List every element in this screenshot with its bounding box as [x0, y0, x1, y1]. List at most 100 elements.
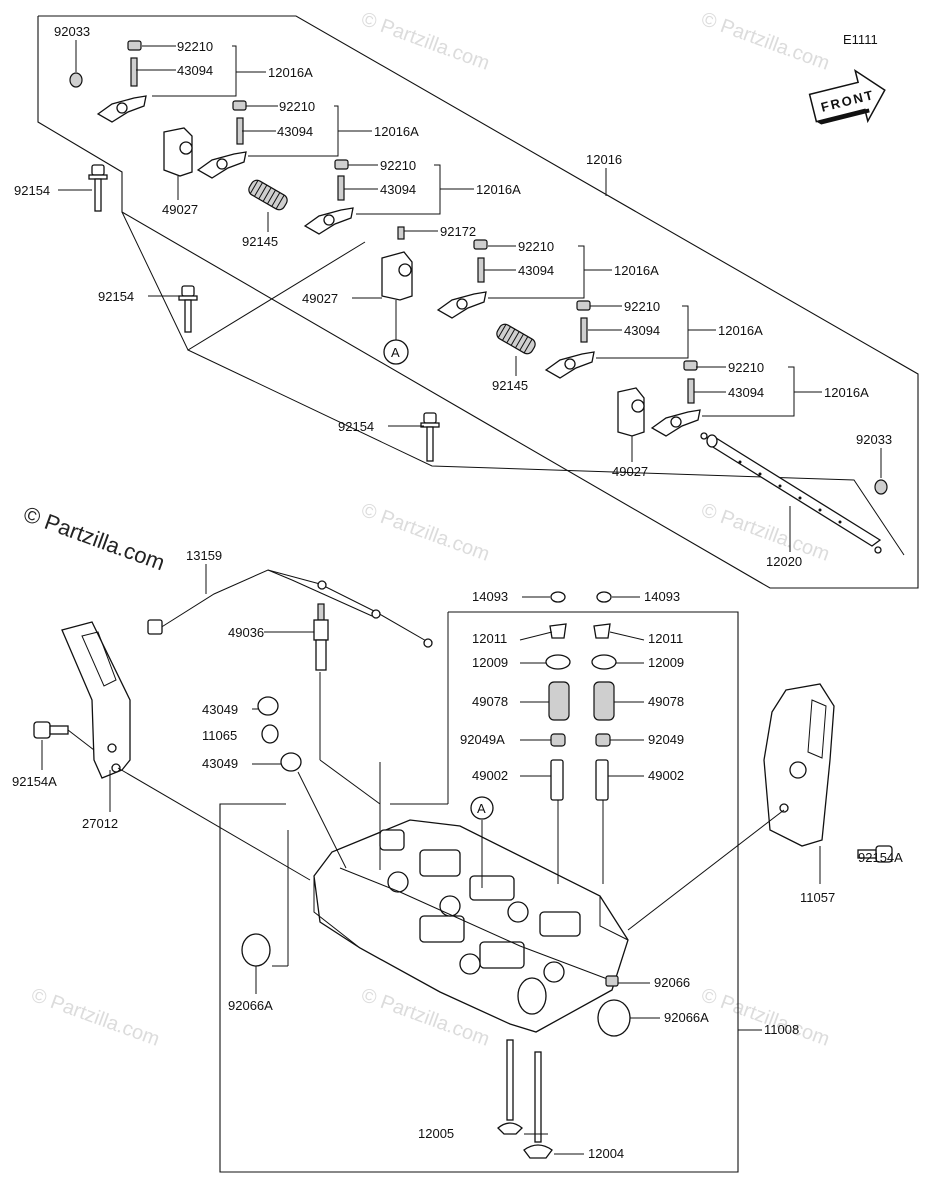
ring-92033-top: [69, 72, 83, 88]
spring-92145-right: [496, 323, 536, 355]
part-label: 12011: [648, 631, 683, 646]
part-label: 43094: [177, 63, 213, 78]
front-arrow-icon: FRONT: [808, 68, 886, 125]
rocker-arm: [96, 95, 147, 123]
part-label: 43049: [202, 702, 238, 717]
cylinder-head-frame: [219, 611, 762, 1173]
part-label: 49002: [648, 768, 684, 783]
part-label: 92210: [728, 360, 764, 375]
part-label: 92210: [177, 39, 213, 54]
part-label: 43094: [728, 385, 764, 400]
part-label: 92154A: [12, 774, 57, 789]
watermark: © Partzilla.com: [698, 984, 832, 1051]
callout-a-top-label: A: [391, 345, 400, 360]
part-label: 49027: [162, 202, 198, 217]
rocker-arm: [650, 409, 701, 437]
sleeve-11065: [261, 724, 279, 744]
cylinder-head-11008: [313, 819, 629, 1033]
part-label: 12005: [418, 1126, 454, 1141]
leader-lines-top: [58, 40, 882, 552]
part-label: 13159: [186, 548, 222, 563]
part-label: 49027: [302, 291, 338, 306]
valve-12004: [523, 1051, 553, 1159]
plug-92066A-right: [597, 999, 631, 1037]
bolts-92154: [88, 164, 440, 462]
part-label: 92210: [518, 239, 554, 254]
part-label: 14093: [472, 589, 508, 604]
labels-bottom: 13159 14093 14093 12011 12011 49036 1200…: [12, 548, 903, 1161]
part-label: 92154: [14, 183, 50, 198]
rocker-frame: [37, 15, 919, 589]
glow-plug-49036: [313, 603, 329, 671]
watermark: © Partzilla.com: [698, 8, 832, 75]
part-label: 12016A: [824, 385, 869, 400]
part-label: 27012: [82, 816, 118, 831]
rocker-arm: [303, 207, 354, 235]
part-label: 92033: [856, 432, 892, 447]
washer-43049-top: [257, 696, 279, 716]
leader-lines-bottom: [41, 564, 877, 1155]
plug-92066A-left: [241, 933, 271, 967]
part-label: 43094: [277, 124, 313, 139]
copyright-text: © Partzilla.com: [20, 501, 168, 575]
part-label: 49036: [228, 625, 264, 640]
labels-top: 92033 92210 43094 12016A 92210 43094 120…: [14, 24, 892, 569]
callout-a-bottom: [470, 796, 494, 820]
part-label: 92145: [242, 234, 278, 249]
part-label: 43094: [518, 263, 554, 278]
part-label: 12004: [588, 1146, 624, 1161]
part-label: 11065: [202, 728, 237, 743]
diagram-id: E1111: [843, 32, 878, 47]
part-label: 92066A: [664, 1010, 709, 1025]
part-label: 43094: [624, 323, 660, 338]
part-label: 12016A: [374, 124, 419, 139]
part-label: 92066A: [228, 998, 273, 1013]
part-label: 12016A: [614, 263, 659, 278]
watermark: © Partzilla.com: [28, 984, 162, 1051]
rocker-arms: [96, 95, 701, 437]
rocker-shaft-12020: [700, 432, 882, 554]
rocker-arm: [436, 291, 487, 319]
part-label: 92154: [98, 289, 134, 304]
part-label: 43049: [202, 756, 238, 771]
washer-43049-bottom: [280, 752, 302, 772]
part-label: 92154A: [858, 850, 903, 865]
bracket-27012: [61, 621, 131, 779]
part-label: 92033: [54, 24, 90, 39]
part-label: 92210: [624, 299, 660, 314]
callout-a-bottom-label: A: [477, 801, 486, 816]
glow-plug-lead-13159: [147, 569, 433, 648]
rocker-brackets: [163, 127, 645, 437]
part-label: 12020: [766, 554, 802, 569]
rocker-arm: [544, 351, 595, 379]
nuts-and-screws: [127, 40, 698, 404]
bolt-92154A-left: [33, 721, 69, 739]
part-label: 92210: [279, 99, 315, 114]
part-label: 14093: [644, 589, 680, 604]
part-label: 49078: [648, 694, 684, 709]
part-label: 12016A: [476, 182, 521, 197]
valve-12005: [497, 1039, 523, 1135]
rocker-arm: [196, 151, 247, 179]
ring-92033-right: [874, 479, 888, 495]
part-label: 12016A: [268, 65, 313, 80]
part-label: 92154: [338, 419, 374, 434]
part-label: 43094: [380, 182, 416, 197]
plug-92066: [605, 975, 619, 987]
watermark: © Partzilla.com: [358, 8, 492, 75]
watermark: © Partzilla.com: [358, 499, 492, 566]
spring-92145-left: [248, 179, 288, 211]
part-label: 11057: [800, 890, 835, 905]
part-label: 12011: [472, 631, 507, 646]
part-label: 92049A: [460, 732, 505, 747]
part-label: 12016: [586, 152, 622, 167]
part-label: 12009: [648, 655, 684, 670]
part-label: 49078: [472, 694, 508, 709]
part-label: 92049: [648, 732, 684, 747]
part-label: 12016A: [718, 323, 763, 338]
part-label: 11008: [764, 1022, 799, 1037]
part-label: 49027: [612, 464, 648, 479]
part-label: 92066: [654, 975, 690, 990]
part-label: 92145: [492, 378, 528, 393]
